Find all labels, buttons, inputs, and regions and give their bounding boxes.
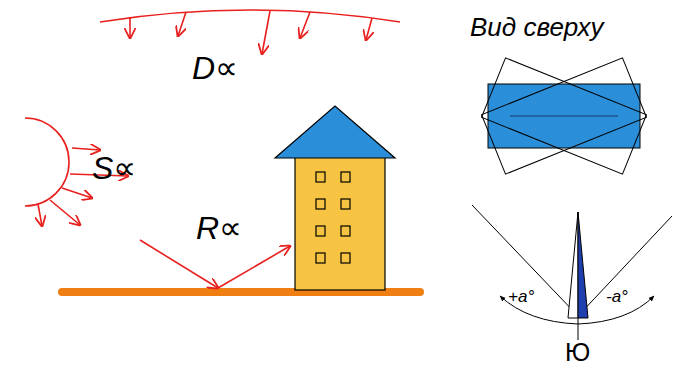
direct-label: S∝ bbox=[92, 152, 136, 184]
direction-label: Ю bbox=[565, 340, 590, 365]
angle-label: -a° bbox=[606, 288, 628, 305]
house bbox=[275, 106, 395, 290]
top-view bbox=[472, 58, 672, 340]
angle-label: +a° bbox=[508, 288, 534, 305]
reflected-ray bbox=[140, 240, 290, 288]
sky-arc bbox=[100, 10, 400, 54]
reflected-label: R∝ bbox=[196, 212, 242, 244]
diffuse-label: D∝ bbox=[192, 52, 238, 84]
view-title: Вид сверху bbox=[470, 14, 603, 40]
